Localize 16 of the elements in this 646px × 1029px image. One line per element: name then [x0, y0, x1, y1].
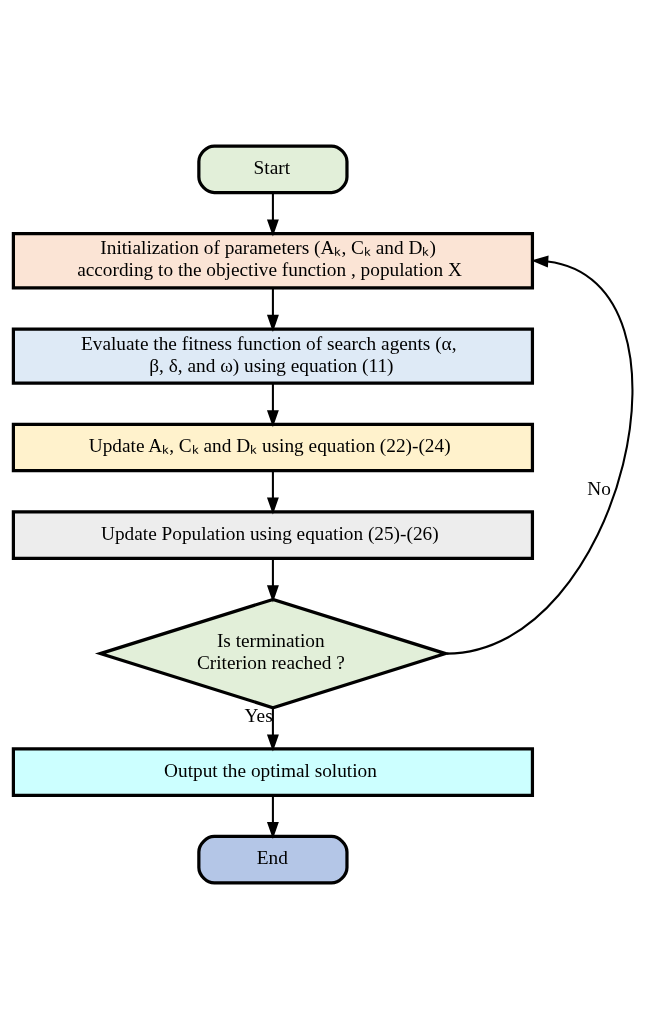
- node-box: Initialization of parameters (Aₖ, Cₖ and Dₖ) according to the objective function , population X: [11, 232, 535, 290]
- arrow: [266, 707, 279, 752]
- node-box: Start: [197, 144, 349, 195]
- node-box: Update Aₖ, Cₖ and Dₖ using equation (22)-(24): [11, 422, 535, 473]
- node-box: Update Population using equation (25)-(26): [11, 510, 535, 560]
- arrow: [266, 383, 279, 428]
- arrow: [266, 287, 279, 332]
- arrow: [266, 795, 279, 839]
- node-box: Evaluate the fitness function of search agents (α, β, δ, and ω) using equation (11): [11, 327, 535, 385]
- edge-label: No: [587, 477, 611, 499]
- arrow: [266, 471, 279, 515]
- arrow: [266, 192, 279, 237]
- node-box: Output the optimal solution: [11, 747, 535, 797]
- arrow: [266, 558, 279, 603]
- arrow: [446, 255, 633, 655]
- node-box: End: [197, 834, 349, 885]
